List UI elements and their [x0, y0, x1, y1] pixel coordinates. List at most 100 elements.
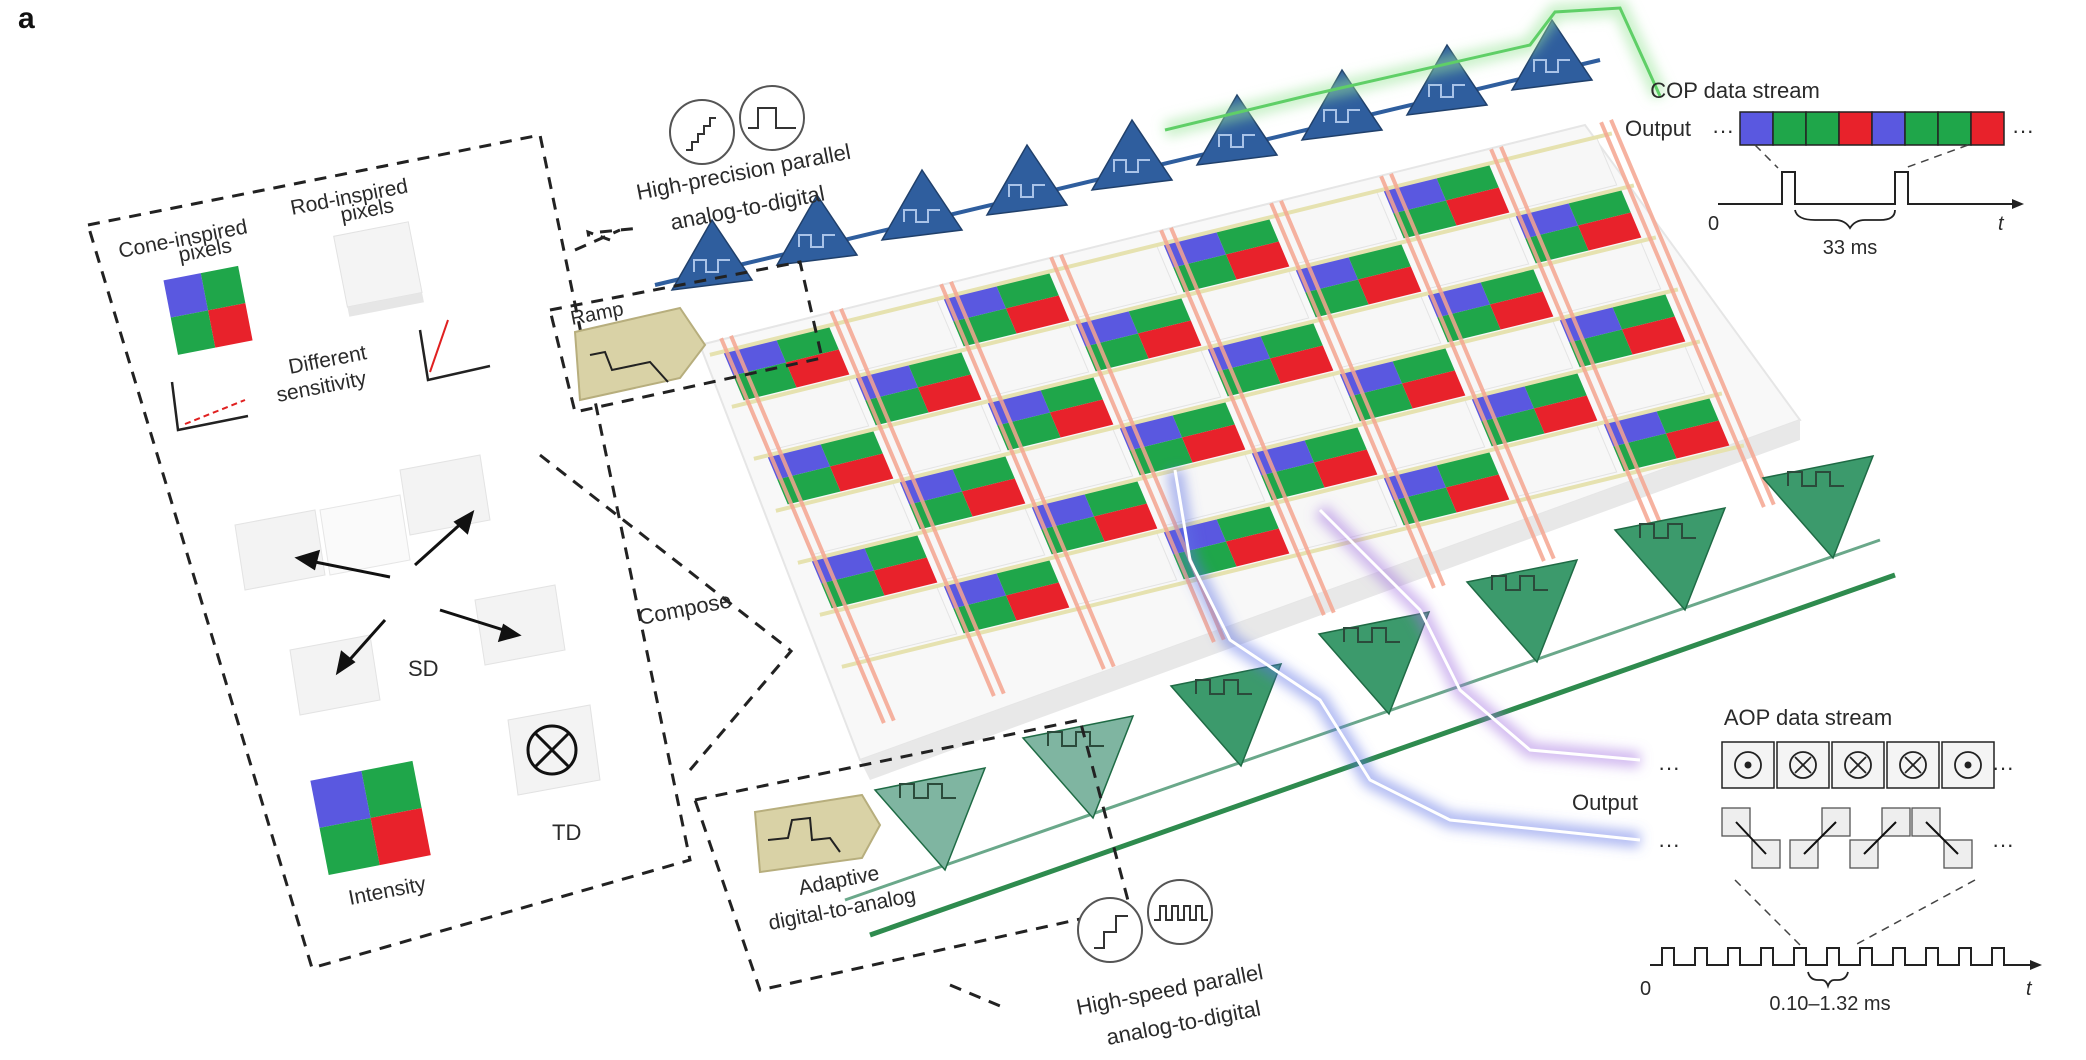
cone-pixel-icon [163, 265, 253, 355]
column-wire [939, 283, 1106, 670]
td-label: TD [552, 820, 581, 845]
column-wire [1489, 148, 1656, 535]
cone-sensitivity-plot [170, 381, 249, 432]
staircase-ramp-icon [669, 99, 735, 165]
ramp-generator: Ramp [548, 260, 824, 414]
pixel-green [1525, 225, 1589, 264]
cross-circle-icon [1844, 751, 1872, 779]
row-wire [841, 443, 1745, 669]
pixel-red [786, 349, 850, 388]
cop-data-stream: COP data stream Output ··· ··· 0 t 33 ms [1625, 78, 2034, 259]
pixel-red [1050, 399, 1114, 438]
pixel-red [1402, 370, 1466, 409]
aop-t0-label: 0 [1640, 978, 1651, 1000]
column-wire [1169, 227, 1336, 614]
pixel-green [865, 387, 929, 426]
pixel-green [909, 491, 973, 530]
row-wire [819, 391, 1723, 617]
rod-sensitivity-plot [418, 319, 491, 382]
aop-step-arrow [1735, 821, 1767, 855]
pixel-green [1437, 304, 1501, 343]
td-cross-circle-icon [526, 724, 578, 776]
top-adc-circuit [1428, 84, 1465, 98]
column-wire [1159, 229, 1326, 616]
row-wire [709, 131, 1613, 357]
aop-interval-brace [1807, 971, 1849, 989]
pixel-green [1349, 383, 1413, 422]
cop-interval-label: 33 ms [1823, 237, 1877, 259]
intensity-pixel-icon [310, 760, 431, 875]
pixel-green [1217, 358, 1281, 397]
cop-ellipsis-left: ··· [1712, 118, 1734, 143]
cop-cell-green [1937, 111, 1972, 146]
pixel-red [1138, 320, 1202, 359]
cross-stroke [1849, 756, 1867, 774]
pixel-green [1305, 279, 1369, 318]
pixel-green [1129, 437, 1193, 476]
bottom-adc-circuit [1343, 627, 1400, 643]
cop-cell-blue [1871, 111, 1906, 146]
pixel-green [1393, 487, 1457, 526]
bottom-adc-unit [1465, 558, 1579, 664]
bottom-adc-array [873, 454, 1875, 872]
cop-t0-label: 0 [1708, 213, 1719, 235]
aop-t-label: t [2026, 978, 2033, 1000]
aop-ellipsis-left: ··· [1658, 755, 1680, 780]
bottom-adc-unit [1021, 714, 1135, 820]
intensity-label: Intensity [347, 872, 429, 910]
compose-label: Compose [636, 587, 733, 630]
aop-step-arrow [1803, 821, 1837, 855]
cross-stroke [1904, 756, 1922, 774]
row-wire [731, 183, 1635, 409]
pixel-green [821, 570, 885, 609]
pixel-red [1578, 212, 1642, 251]
row-wire [753, 235, 1657, 461]
panel-letter: a [18, 2, 35, 35]
cross-stroke [1794, 756, 1812, 774]
bottom-adc-bus [844, 454, 1896, 938]
cop-cell-green [1904, 111, 1939, 146]
left-panel: Cone-inspired pixels Rod-inspired pixels… [86, 133, 692, 970]
pulse-icon [739, 85, 805, 151]
top-adc-unit [1090, 118, 1174, 191]
aop-step-arrow [1863, 821, 1897, 855]
dot-circle-icon [1734, 751, 1762, 779]
top-adc-unit [1195, 93, 1279, 166]
cop-stream-title: COP data stream [1650, 78, 1820, 103]
bottom-adc-unit [1761, 454, 1875, 560]
top-adc-circuit [1323, 109, 1360, 123]
sd-pixel-cluster [234, 454, 566, 716]
pixel-green [1613, 433, 1677, 472]
pixel-red [1094, 503, 1158, 542]
staircase-icon [1077, 897, 1143, 963]
aop-step-arrow [1925, 821, 1959, 855]
column-wire [719, 337, 886, 724]
pixel-green [1085, 333, 1149, 372]
pixel-red [1666, 420, 1730, 459]
column-wire [829, 310, 996, 697]
bottom-adc-circuit [1195, 679, 1252, 695]
pixel-red [1314, 449, 1378, 488]
bottom-adc-circuit [899, 783, 956, 799]
column-wire [1599, 121, 1766, 508]
top-adc-unit [985, 143, 1069, 216]
top-adc-circuit [903, 209, 940, 223]
pixel-red [1446, 474, 1510, 513]
pixel-red [918, 374, 982, 413]
left-panel-frame [86, 133, 692, 970]
cop-cell-green [1772, 111, 1807, 146]
bottom-adc-unit [1317, 610, 1431, 716]
td-pixel-block [507, 704, 601, 796]
aop-ellipsis-right-2: ··· [1992, 832, 2014, 857]
row-wire [797, 339, 1701, 565]
glow-paths [1163, 0, 1668, 848]
cop-output-label: Output [1625, 116, 1691, 141]
dot-center [1744, 761, 1752, 769]
pixel-green [953, 595, 1017, 634]
pixel-red [1358, 266, 1422, 305]
sd-label: SD [408, 656, 439, 681]
pixel-red [1182, 424, 1246, 463]
pixel-red [1270, 345, 1334, 384]
row-wire [775, 287, 1679, 513]
